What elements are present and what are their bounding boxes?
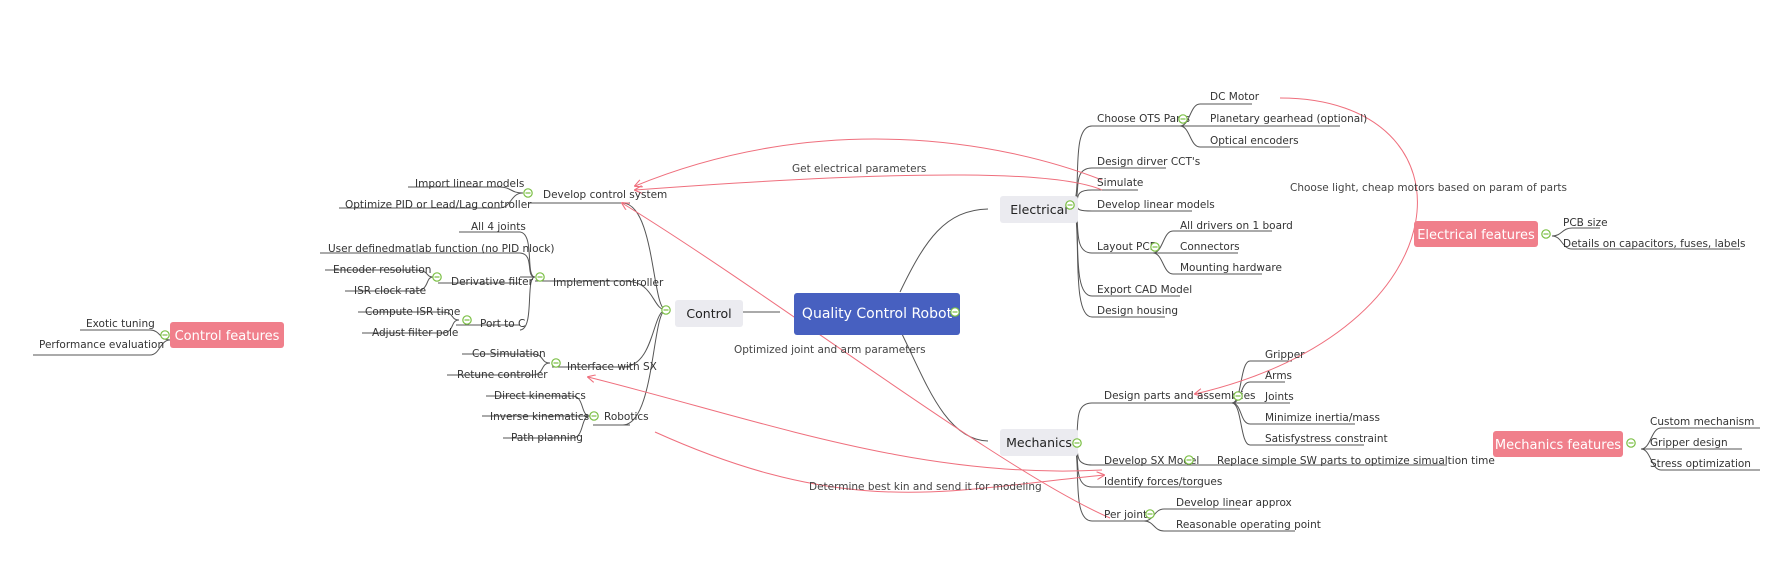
control-derivative-child-1[interactable]: ISR clock rate: [354, 285, 426, 297]
control-implement-label[interactable]: Implement controller: [553, 277, 664, 289]
mechanics-parts-child-3[interactable]: Minimize inertia/mass: [1265, 412, 1380, 424]
electrical-housing-label[interactable]: Design housing: [1097, 305, 1178, 317]
control-port-child-1[interactable]: Adjust filter pole: [372, 327, 458, 339]
mechanics-joint-label[interactable]: Per joint: [1104, 509, 1147, 521]
control-implement-child-1[interactable]: User definedmatlab function (no PID nloc…: [328, 243, 554, 255]
control-robotics-child-0[interactable]: Direct kinematics: [494, 390, 586, 402]
mechanics-sx-label[interactable]: Develop SX Model: [1104, 455, 1199, 467]
collapse-toggle-joint[interactable]: [1145, 509, 1155, 519]
electrical-pcb-child-1[interactable]: Connectors: [1180, 241, 1240, 253]
control-derivative-child-0[interactable]: Encoder resolution: [333, 264, 431, 276]
electrical-ots-child-1[interactable]: Planetary gearhead (optional): [1210, 113, 1367, 125]
connector-root-electrical: [899, 208, 989, 293]
mechanics-parts-label[interactable]: Design parts and assemblies: [1104, 390, 1256, 402]
electrical-simulate-label[interactable]: Simulate: [1097, 177, 1143, 189]
floating-control-child-0[interactable]: Exotic tuning: [86, 318, 155, 330]
collapse-toggle-develop[interactable]: [523, 188, 533, 198]
electrical-pcb-child-0[interactable]: All drivers on 1 board: [1180, 220, 1293, 232]
control-port-child-0[interactable]: Compute ISR time: [365, 306, 460, 318]
electrical-ots-child-2[interactable]: Optical encoders: [1210, 135, 1299, 147]
root-topic-label: Quality Control Robot: [802, 306, 953, 322]
relationship-lines: [588, 97, 1418, 519]
topic-control-label: Control: [686, 306, 731, 321]
collapse-toggle-interface[interactable]: [551, 358, 561, 368]
collapse-toggle-mechanics-features[interactable]: [1626, 438, 1636, 448]
topic-mechanics[interactable]: [1000, 429, 1078, 456]
floating-mechanics-features-label: Mechanics features: [1495, 438, 1621, 453]
collapse-toggle-sx[interactable]: [1184, 455, 1194, 465]
collapse-toggle-ots[interactable]: [1178, 114, 1188, 124]
relationship-motors-label[interactable]: Choose light, cheap motors based on para…: [1290, 182, 1567, 194]
floating-mechanics-child-1[interactable]: Gripper design: [1650, 437, 1728, 449]
collapse-toggle-electrical-features[interactable]: [1541, 229, 1551, 239]
connector-root-mechanics: [899, 329, 989, 442]
relationship-kinematics-label[interactable]: Determine best kin and send it for model…: [809, 481, 1042, 493]
mechanics-parts-child-0[interactable]: Gripper: [1265, 349, 1305, 361]
collapse-toggle-robotics[interactable]: [589, 411, 599, 421]
mechanics-sx-child-0[interactable]: Replace simple SW parts to optimize simu…: [1217, 455, 1495, 467]
floating-electrical-features-label: Electrical features: [1417, 228, 1535, 243]
collapse-toggle-pcb[interactable]: [1150, 242, 1160, 252]
electrical-pcb-label[interactable]: Layout PCB: [1097, 241, 1157, 253]
collapse-toggle-implement[interactable]: [535, 272, 545, 282]
control-port-label[interactable]: Port to C: [480, 318, 525, 330]
topic-electrical[interactable]: [1000, 196, 1078, 223]
mechanics-joint-child-0[interactable]: Develop linear approx: [1176, 497, 1292, 509]
floating-control-child-1[interactable]: Performance evaluation: [39, 339, 164, 351]
floating-electrical-child-1[interactable]: Details on capacitors, fuses, labels: [1563, 238, 1745, 250]
control-derivative-label[interactable]: Derivative filter: [451, 276, 534, 288]
floating-electrical-child-0[interactable]: PCB size: [1563, 217, 1608, 229]
collapse-toggle-control-features[interactable]: [160, 330, 170, 340]
floating-control-features[interactable]: [170, 322, 284, 348]
control-connectors: [320, 186, 667, 439]
control-interface-child-1[interactable]: Retune controller: [457, 369, 548, 381]
collapse-toggle-root[interactable]: [950, 307, 960, 317]
electrical-linear-label[interactable]: Develop linear models: [1097, 199, 1215, 211]
topic-control[interactable]: [675, 300, 743, 327]
mechanics-parts-child-2[interactable]: Joints: [1264, 391, 1294, 403]
collapse-toggle-port[interactable]: [462, 315, 472, 325]
collapse-toggle-derivative[interactable]: [432, 272, 442, 282]
relationship-joint-params-label[interactable]: Optimized joint and arm parameters: [734, 344, 926, 356]
electrical-driver-label[interactable]: Design dirver CCT's: [1097, 156, 1200, 168]
electrical-cad-label[interactable]: Export CAD Model: [1097, 284, 1192, 296]
collapse-toggle-electrical[interactable]: [1065, 200, 1075, 210]
mechanics-forces-label[interactable]: Identify forces/torques: [1104, 476, 1222, 488]
floating-electrical-features[interactable]: [1414, 221, 1538, 247]
relationship-electrical-params-label[interactable]: Get electrical parameters: [792, 163, 926, 175]
collapse-toggle-control[interactable]: [661, 305, 671, 315]
control-interface-child-0[interactable]: Co-Simulation: [472, 348, 546, 360]
control-develop-child-0[interactable]: Import linear models: [415, 178, 524, 190]
mechanics-joint-child-1[interactable]: Reasonable operating point: [1176, 519, 1321, 531]
control-develop-label[interactable]: Develop control system: [543, 189, 667, 201]
electrical-ots-child-0[interactable]: DC Motor: [1210, 91, 1260, 103]
collapse-toggle-parts[interactable]: [1233, 391, 1243, 401]
control-robotics-label[interactable]: Robotics: [604, 411, 649, 423]
control-develop-child-1[interactable]: Optimize PID or Lead/Lag controller: [345, 199, 532, 211]
topic-electrical-label: Electrical: [1010, 202, 1067, 217]
control-interface-label[interactable]: Interface with SX: [567, 361, 657, 373]
electrical-ots-label[interactable]: Choose OTS Parts: [1097, 113, 1190, 125]
mechanics-parts-child-1[interactable]: Arms: [1265, 370, 1292, 382]
floating-mechanics-child-0[interactable]: Custom mechanism: [1650, 416, 1754, 428]
electrical-pcb-child-2[interactable]: Mounting hardware: [1180, 262, 1282, 274]
root-topic[interactable]: [794, 293, 960, 335]
floating-mechanics-features[interactable]: [1493, 431, 1623, 457]
control-robotics-child-1[interactable]: Inverse kinematics: [490, 411, 589, 423]
floating-connectors: [33, 227, 1760, 471]
control-robotics-child-2[interactable]: Path planning: [511, 432, 583, 444]
collapse-toggles: [160, 114, 1636, 519]
control-implement-child-0[interactable]: All 4 joints: [471, 221, 526, 233]
floating-mechanics-child-2[interactable]: Stress optimization: [1650, 458, 1751, 470]
collapse-toggle-mechanics[interactable]: [1072, 438, 1082, 448]
mechanics-parts-child-4[interactable]: Satisfystress constraint: [1265, 433, 1388, 445]
floating-control-features-label: Control features: [175, 329, 280, 344]
topic-mechanics-label: Mechanics: [1006, 435, 1072, 450]
